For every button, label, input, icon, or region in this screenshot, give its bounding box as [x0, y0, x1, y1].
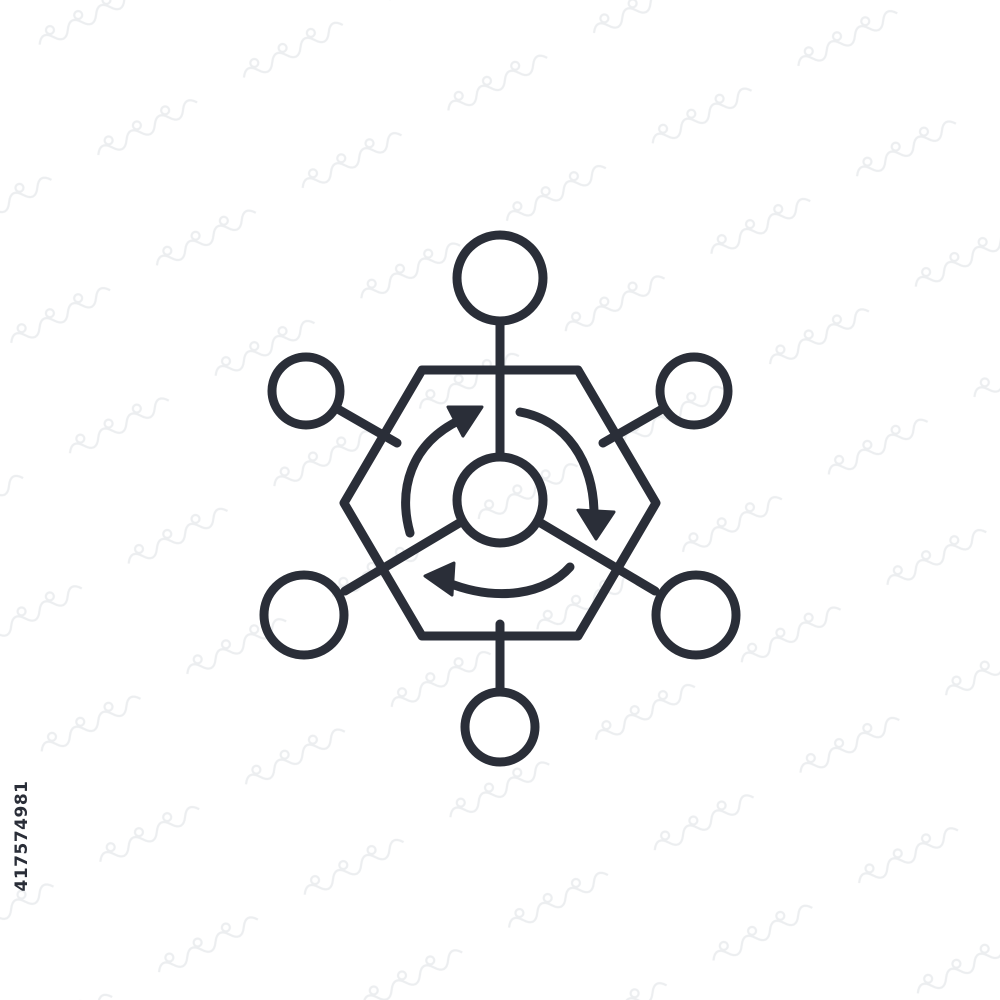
arrow-arc-right: [515, 407, 599, 519]
node-top: [452, 230, 548, 326]
stock-id-strip: 417574981: [0, 0, 40, 1000]
arrowhead-bottom: [423, 561, 456, 597]
center-node: [452, 452, 548, 548]
hexagon-outline: [339, 365, 661, 641]
node-bottom: [460, 687, 540, 767]
node-lower-right: [651, 570, 741, 660]
arrow-arc-bottom: [441, 562, 575, 598]
connector-upper-right: [598, 403, 669, 448]
arrow-arc-left: [401, 415, 465, 538]
arrowhead-left: [446, 405, 484, 438]
connector-upper-left: [331, 403, 402, 448]
arrowhead-right: [576, 508, 616, 541]
node-upper-left: [267, 352, 345, 430]
spoke-lower-right: [534, 517, 660, 596]
stock-id-text: 417574981: [12, 780, 32, 892]
node-lower-left: [259, 570, 349, 660]
spoke-lower-left: [340, 517, 466, 596]
node-upper-right: [655, 352, 733, 430]
